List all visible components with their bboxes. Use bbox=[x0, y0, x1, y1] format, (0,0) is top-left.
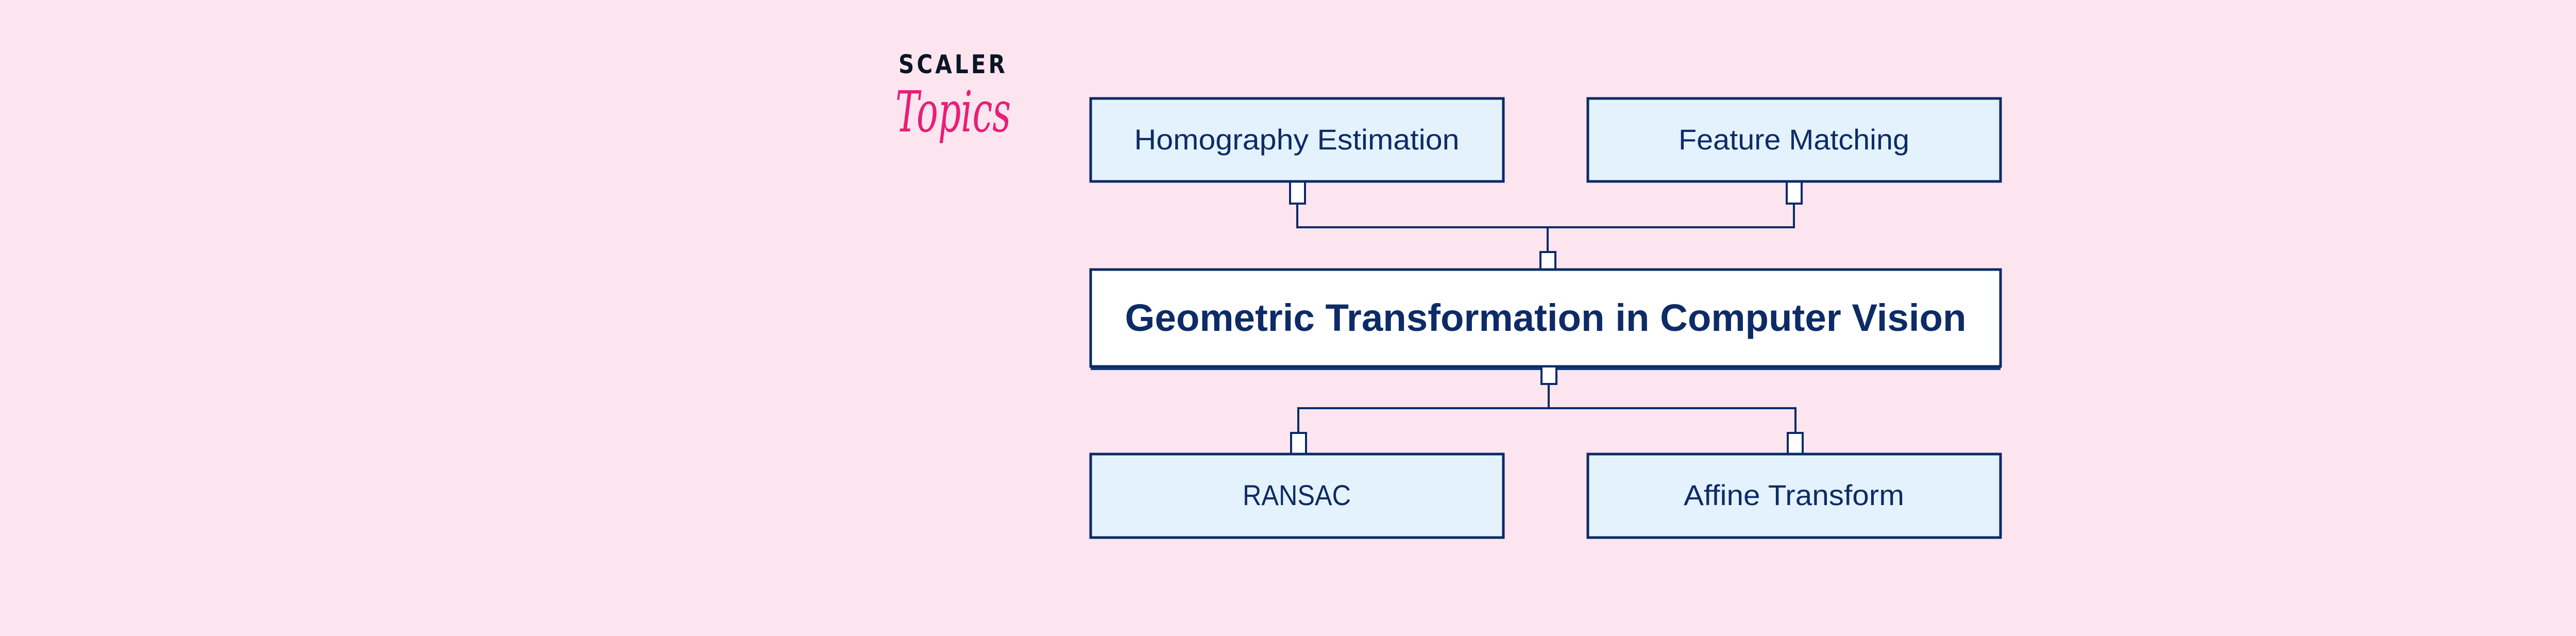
node-label: Affine Transform bbox=[1684, 479, 1904, 511]
node-ransac: RANSAC bbox=[1089, 453, 1505, 539]
logo-scaler-text: SCALER bbox=[899, 49, 1008, 79]
connector-port bbox=[1289, 180, 1306, 205]
node-label: Feature Matching bbox=[1679, 123, 1909, 156]
node-label: Homography Estimation bbox=[1134, 123, 1460, 156]
node-feature-matching: Feature Matching bbox=[1586, 97, 2002, 183]
connector-port bbox=[1539, 251, 1556, 271]
connector-line bbox=[1296, 204, 1795, 228]
connector-port bbox=[1540, 365, 1557, 385]
node-label: RANSAC bbox=[1243, 479, 1351, 511]
bottom-connectors bbox=[1290, 384, 1804, 455]
center-title: Geometric Transformation in Computer Vis… bbox=[1125, 296, 1967, 339]
node-geometric-transformation: Geometric Transformation in Computer Vis… bbox=[1089, 268, 2002, 385]
node-homography-estimation: Homography Estimation bbox=[1089, 97, 1505, 183]
connector-line bbox=[1297, 407, 1797, 433]
logo-topics-text: Topics bbox=[895, 79, 1011, 145]
connector-port bbox=[1290, 432, 1307, 455]
node-affine-transform: Affine Transform bbox=[1586, 453, 2002, 539]
connector-port bbox=[1787, 432, 1804, 455]
connector-port bbox=[1786, 180, 1803, 205]
top-connectors bbox=[1289, 180, 1803, 271]
scaler-topics-logo: SCALER Topics bbox=[895, 49, 1011, 145]
